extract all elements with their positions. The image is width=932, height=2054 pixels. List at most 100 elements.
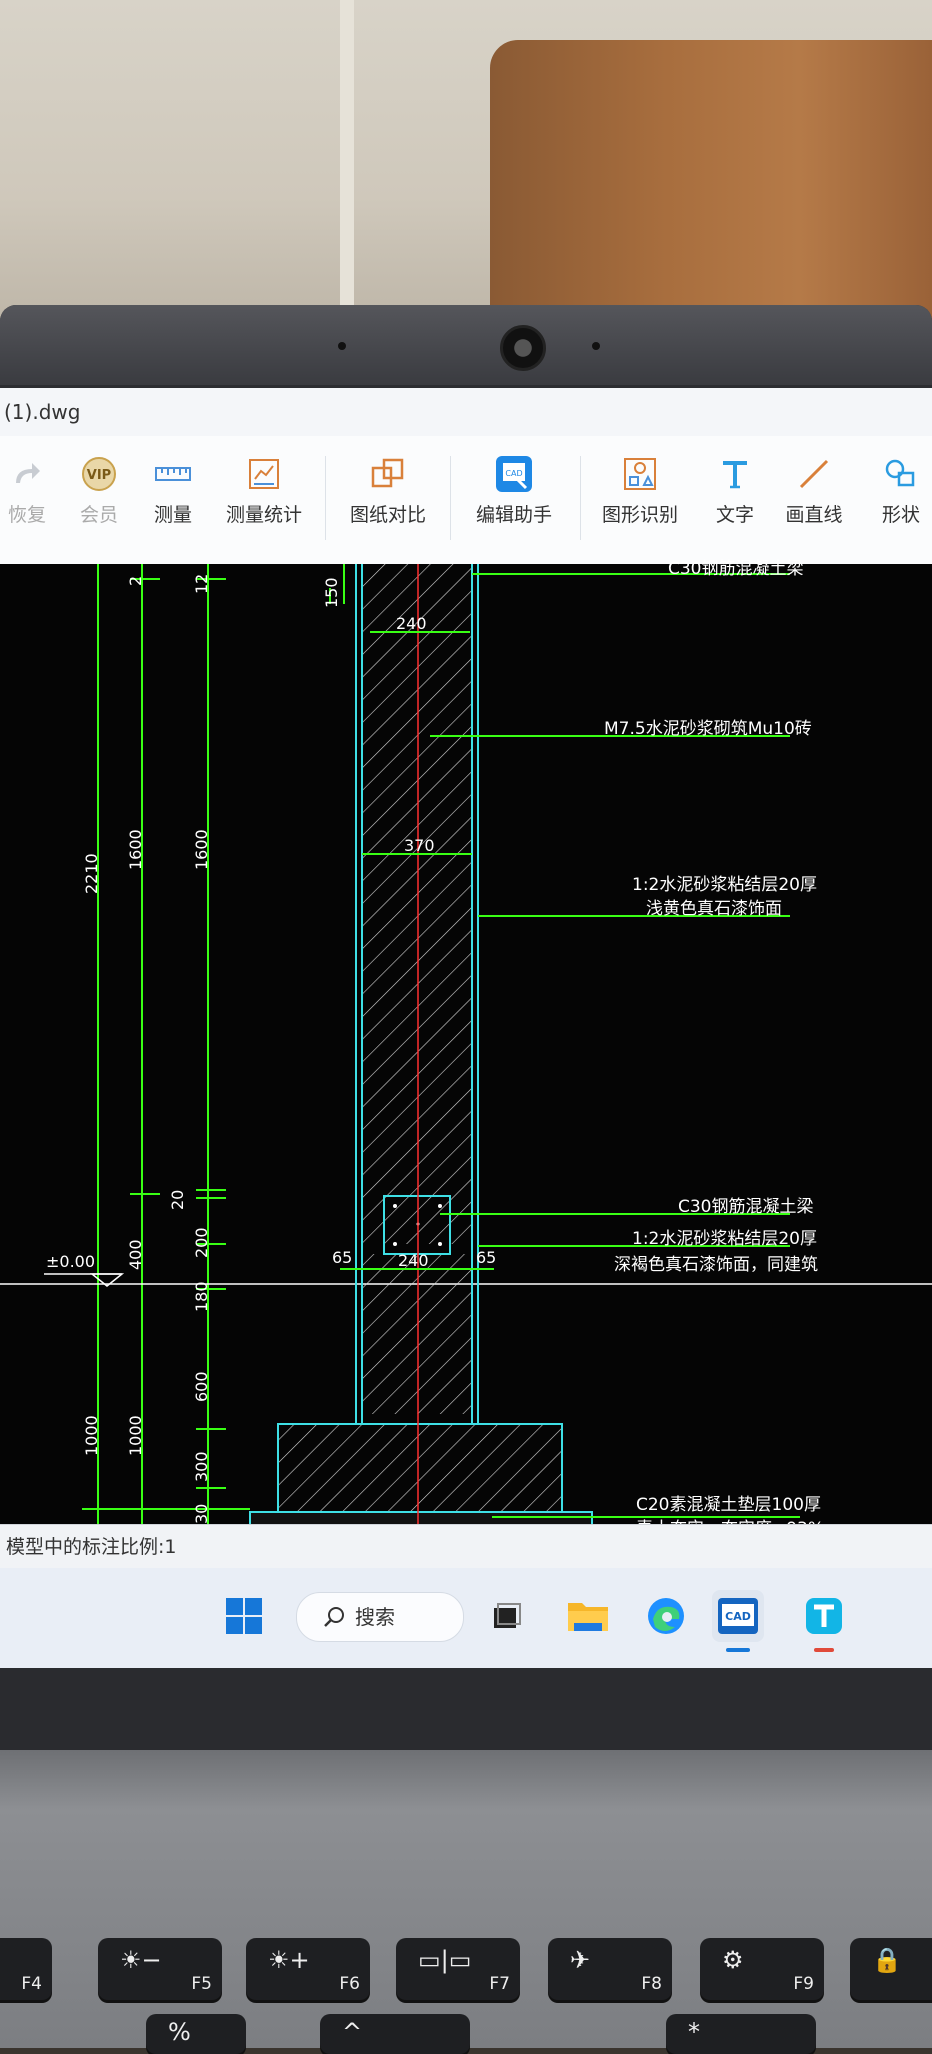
- dim-370: 370: [404, 836, 435, 855]
- dim-180: 180: [192, 1281, 211, 1312]
- dim-600: 600: [192, 1371, 211, 1402]
- window-title: (1).dwg: [4, 400, 81, 424]
- window-titlebar: (1).dwg: [0, 388, 932, 436]
- brick-wall: [362, 564, 472, 1244]
- footing: [277, 1423, 563, 1513]
- shape-button[interactable]: 形状: [874, 454, 928, 527]
- edit-assistant-button[interactable]: CAD 编辑助手: [470, 454, 558, 527]
- dim-12: 12: [192, 573, 211, 594]
- key-lock[interactable]: 🔒: [850, 1938, 932, 2000]
- taskbar: 搜索 CAD: [0, 1568, 932, 1668]
- screen: (1).dwg 恢复 VIP 会员 测量: [0, 388, 932, 1668]
- lock-icon: 🔒: [872, 1946, 902, 1974]
- dim-20: 20: [168, 1189, 187, 1210]
- vip-button[interactable]: VIP 会员: [74, 454, 124, 527]
- cad-assistant-icon: CAD: [494, 454, 534, 494]
- windows-start-icon[interactable]: [218, 1590, 270, 1642]
- toolbar-separator: [450, 456, 451, 540]
- airplane-mode-icon: ✈: [570, 1946, 591, 1974]
- file-explorer-icon[interactable]: [562, 1590, 614, 1642]
- svg-text:CAD: CAD: [725, 1610, 751, 1623]
- redo-button[interactable]: 恢复: [2, 454, 52, 527]
- key-asterisk[interactable]: *: [666, 2014, 816, 2054]
- dim-150: 150: [322, 577, 341, 608]
- active-indicator: [726, 1648, 750, 1652]
- key-caret[interactable]: ^: [320, 2014, 470, 2054]
- laptop-bezel-top: [0, 305, 932, 385]
- dim-30: 30: [192, 1503, 211, 1524]
- dim-1000-a: 1000: [82, 1415, 101, 1456]
- toolbar-separator: [325, 456, 326, 540]
- keyboard-deck: [0, 1750, 932, 2048]
- draw-line-button[interactable]: 画直线: [780, 454, 848, 527]
- cad-drawing: [0, 564, 932, 1524]
- key-f6[interactable]: ☀+ F6: [246, 1938, 370, 2000]
- brightness-down-icon: ☀−: [120, 1946, 162, 1974]
- toolbar: 恢复 VIP 会员 测量 测量统计: [0, 436, 932, 565]
- scale-status: 模型中的标注比例:1: [6, 1536, 177, 1558]
- compare-button[interactable]: 图纸对比: [346, 454, 430, 527]
- sensor-dot: [592, 342, 600, 350]
- vip-badge-icon: VIP: [79, 454, 119, 494]
- edge-browser-icon[interactable]: [640, 1590, 692, 1642]
- dim-240-bottom: 240: [398, 1251, 429, 1270]
- status-bar: 模型中的标注比例:1: [0, 1524, 932, 1569]
- display-switch-icon: ▭|▭: [418, 1946, 472, 1974]
- key-f7[interactable]: ▭|▭ F7: [396, 1938, 520, 2000]
- svg-text:VIP: VIP: [87, 468, 111, 483]
- annotation-top-beam: C30钢筋混凝土梁: [668, 559, 804, 579]
- redo-icon: [7, 454, 47, 494]
- cad-canvas[interactable]: C30钢筋混凝土梁 M7.5水泥砂浆砌筑Mu10砖 1:2水泥砂浆粘结层20厚 …: [0, 559, 932, 1539]
- line-tool-icon: [794, 454, 834, 494]
- key-f9[interactable]: ⚙ F9: [700, 1938, 824, 2000]
- dim-240-top: 240: [396, 614, 427, 633]
- laptop-hinge: [0, 1668, 932, 1752]
- elevation-label: ±0.00: [46, 1252, 96, 1271]
- key-f8[interactable]: ✈ F8: [548, 1938, 672, 2000]
- cad-app-icon[interactable]: CAD: [712, 1590, 764, 1642]
- brick-wall-lower: [362, 1254, 472, 1414]
- dim-65-right: 65: [476, 1248, 497, 1267]
- taskbar-search[interactable]: 搜索: [296, 1592, 464, 1642]
- dim-2210: 2210: [82, 853, 101, 894]
- measure-stats-icon: [244, 454, 284, 494]
- key-f5[interactable]: ☀− F5: [98, 1938, 222, 2000]
- measure-button[interactable]: 测量: [148, 454, 198, 527]
- notification-indicator: [814, 1648, 834, 1652]
- concrete-cushion: [249, 1511, 593, 1524]
- annotation-beam: C30钢筋混凝土梁: [678, 1197, 814, 1217]
- shape-recognition-button[interactable]: 图形识别: [596, 454, 684, 527]
- dim-1000-b: 1000: [126, 1415, 145, 1456]
- brightness-up-icon: ☀+: [268, 1946, 310, 1974]
- webcam-icon: [500, 325, 546, 371]
- annotation-plaster2-line1: 1:2水泥砂浆粘结层20厚: [632, 1229, 817, 1249]
- text-button[interactable]: 文字: [710, 454, 760, 527]
- annotation-plaster1-line1: 1:2水泥砂浆粘结层20厚: [632, 875, 817, 895]
- dim-1600-a: 1600: [126, 829, 145, 870]
- text-app-icon[interactable]: [798, 1590, 850, 1642]
- annotation-cushion-line1: C20素混凝土垫层100厚: [636, 1495, 821, 1515]
- svg-text:CAD: CAD: [505, 469, 522, 478]
- text-tool-icon: [715, 454, 755, 494]
- wooden-shelf: [490, 40, 932, 330]
- settings-gear-icon: ⚙: [722, 1946, 744, 1974]
- key-percent[interactable]: %: [146, 2014, 246, 2054]
- ruler-icon: [153, 454, 193, 494]
- dim-65-left: 65: [332, 1248, 353, 1267]
- annotation-mortar-wall: M7.5水泥砂浆砌筑Mu10砖: [604, 719, 812, 739]
- dim-1600-b: 1600: [192, 829, 211, 870]
- key-f4[interactable]: F4: [0, 1938, 52, 2000]
- compare-icon: [368, 454, 408, 494]
- shape-recognition-icon: [620, 454, 660, 494]
- annotation-plaster1-line2: 浅黄色真石漆饰面: [646, 899, 782, 919]
- measure-stats-button[interactable]: 测量统计: [222, 454, 306, 527]
- dim-2: 2: [126, 575, 145, 586]
- search-label: 搜索: [355, 1605, 395, 1629]
- annotation-plaster2-line2: 深褐色真石漆饰面，同建筑: [614, 1255, 818, 1275]
- sensor-dot: [338, 342, 346, 350]
- shape-tool-icon: [881, 454, 921, 494]
- dim-400: 400: [126, 1239, 145, 1270]
- wall-edge: [340, 0, 354, 330]
- task-view-icon[interactable]: [480, 1590, 532, 1642]
- dim-300: 300: [192, 1451, 211, 1482]
